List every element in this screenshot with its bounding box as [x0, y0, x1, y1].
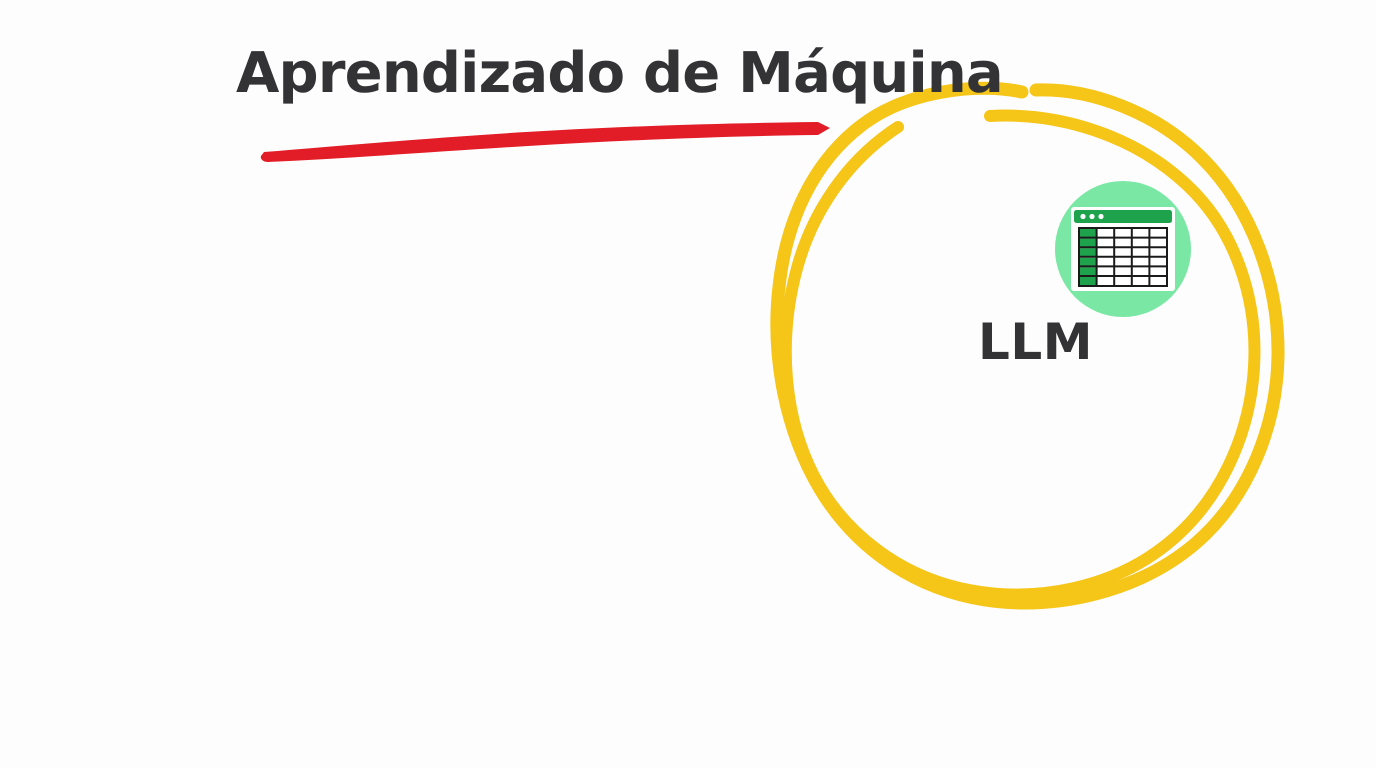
concept-label: LLM — [978, 313, 1093, 371]
concept-cluster: LLM — [760, 55, 1320, 625]
window-dot-icon — [1098, 213, 1104, 220]
spreadsheet-header-bar — [1074, 210, 1172, 223]
red-underline-path — [260, 122, 830, 162]
yellow-circle-outer-stroke — [770, 81, 1285, 610]
yellow-circle-inner-stroke — [779, 109, 1261, 601]
window-dot-icon — [1089, 213, 1095, 220]
title-block: Aprendizado de Máquina — [236, 43, 1004, 174]
window-dot-icon — [1080, 213, 1086, 220]
page-title: Aprendizado de Máquina — [236, 41, 1004, 106]
spreadsheet-icon-badge — [1055, 181, 1191, 317]
red-underline-stroke — [260, 122, 830, 162]
spreadsheet-icon — [1071, 207, 1175, 291]
spreadsheet-grid — [1078, 227, 1168, 287]
